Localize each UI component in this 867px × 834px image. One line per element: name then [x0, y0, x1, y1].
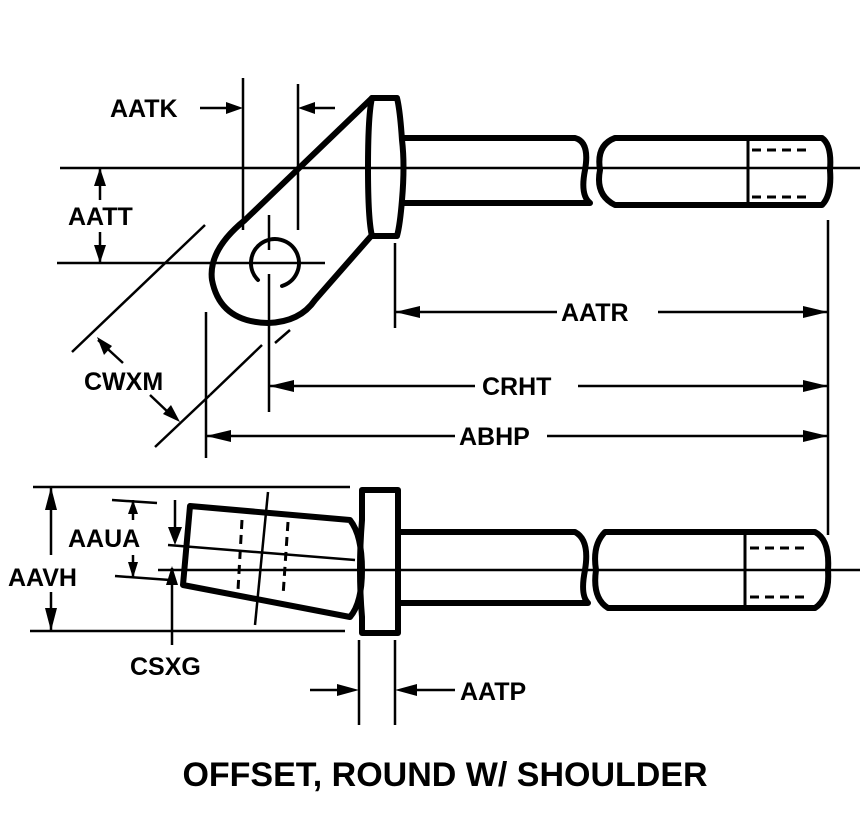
side-view: AAVH AAUA CSXG AA [8, 485, 860, 725]
cwxm-ext-lower-b [209, 344, 263, 396]
top-view: AATK AATT CWXM AATR CRHT [57, 78, 860, 535]
cwxm-ext-lower-c [274, 329, 291, 344]
abhp-arrow-left [206, 430, 231, 442]
label-aatp: AATP [460, 678, 526, 706]
hole-circle [249, 237, 301, 288]
abhp-arrow-right [803, 430, 828, 442]
csxg-arrow [166, 566, 178, 585]
shank-side-left [395, 529, 591, 606]
lug-hole-centerline [253, 491, 270, 626]
aatt-arrow-top [94, 168, 106, 186]
cwxm-arrow-lower [163, 405, 180, 422]
label-csxg: CSXG [130, 653, 201, 681]
aatt-arrow-bottom [94, 245, 106, 263]
aavh-arrow-bottom [45, 608, 57, 631]
diagram-title: OFFSET, ROUND W/ SHOULDER [182, 756, 707, 794]
aatr-arrow-left [395, 306, 420, 318]
shoulder-head [365, 95, 407, 239]
shoulder-side [357, 487, 401, 636]
crht-arrow-right [803, 380, 828, 392]
aavh-arrow-top [45, 487, 57, 510]
aatp-arrow-right [395, 684, 417, 696]
aatk-arrow-left [226, 102, 243, 114]
shank-side-right [592, 529, 832, 611]
label-aatt: AATT [68, 203, 133, 231]
aaua-arrow-bottom [128, 562, 138, 578]
label-aatk: AATK [110, 95, 178, 123]
cwxm-arrow-upper [97, 337, 112, 355]
offset-lug-outline [208, 95, 375, 326]
aaua-ext-bottom [114, 574, 171, 582]
cwxm-ext-lower-a [154, 394, 211, 448]
label-aaua: AAUA [68, 525, 140, 553]
label-aatr: AATR [561, 299, 629, 327]
label-aavh: AAVH [8, 564, 77, 592]
aatk-arrow-right [298, 102, 315, 114]
shank-left [399, 135, 593, 206]
aaua-arrow-right [168, 527, 182, 545]
label-abhp: ABHP [459, 423, 530, 451]
cwxm-ext-upper [71, 224, 206, 353]
aatr-arrow-right [803, 306, 828, 318]
lug-thread-dash-1 [236, 519, 244, 591]
aaua-ext-top [111, 498, 158, 505]
aatp-arrow-left [337, 684, 359, 696]
lug-thread-dash-2 [281, 521, 290, 597]
offset-lug-side-outline [180, 503, 365, 620]
label-cwxm: CWXM [84, 368, 163, 396]
crht-arrow-left [269, 380, 294, 392]
shank-right [596, 135, 834, 208]
label-crht: CRHT [482, 373, 551, 401]
aaua-arrow-top-up [128, 500, 138, 514]
